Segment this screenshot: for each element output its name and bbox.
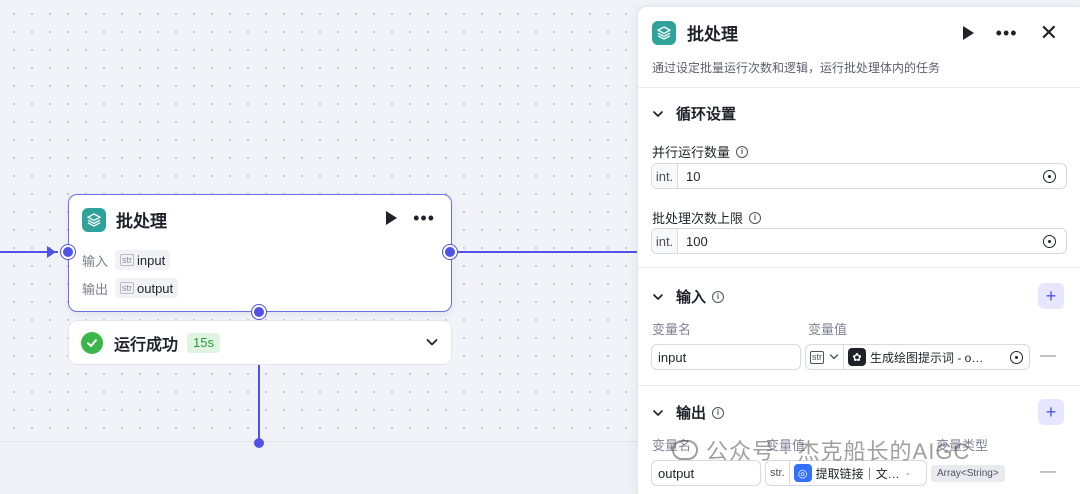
run-duration-badge: 15s (187, 332, 220, 353)
run-status-text: 运行成功 (114, 336, 179, 354)
node-output-type: str (120, 282, 134, 294)
output-col-type: 变量类型 (936, 438, 989, 453)
node-more-icon[interactable]: ••• (413, 208, 435, 228)
input-var-type: str (810, 350, 824, 364)
node-output-port[interactable] (443, 245, 457, 259)
chevron-down-icon (653, 293, 663, 300)
input-section-toggle[interactable]: 输入 i (652, 286, 725, 307)
chevron-down-icon (653, 110, 663, 117)
info-icon[interactable]: i (712, 290, 725, 303)
output-var-name-field[interactable]: output (651, 460, 761, 486)
outgoing-edge (458, 251, 638, 253)
divider (638, 87, 1080, 88)
layers-icon (652, 20, 676, 45)
output-var-ref: 提取链接｜文… (815, 466, 900, 481)
parallel-count-label: 并行运行数量 i (652, 142, 749, 161)
loop-settings-section-toggle[interactable]: 循环设置 (652, 103, 736, 124)
node-input-port[interactable] (61, 245, 75, 259)
node-output-var: output (137, 280, 174, 296)
node-input-label: 输入 (82, 253, 109, 269)
output-var-value-field[interactable]: str. ◎ 提取链接｜文… - (765, 460, 927, 486)
parallel-count-type: int. (652, 164, 678, 188)
max-batch-input[interactable]: int. 100 (651, 228, 1067, 254)
output-var-type: str. (766, 461, 790, 485)
output-var-ref-tail: - (905, 466, 910, 480)
parallel-count-input[interactable]: int. 10 (651, 163, 1067, 189)
parallel-count-label-text: 并行运行数量 (652, 145, 731, 160)
remove-output-minus-icon[interactable]: — (1040, 463, 1056, 480)
node-input-var: input (137, 252, 166, 268)
layers-icon (82, 207, 106, 232)
max-batch-value[interactable]: 100 (686, 233, 708, 249)
output-section-toggle[interactable]: 输出 i (652, 402, 725, 423)
info-icon[interactable]: i (712, 406, 725, 419)
panel-description: 通过设定批量运行次数和逻辑，运行批处理体内的任务 (652, 61, 941, 75)
output-col-name: 变量名 (652, 438, 692, 453)
run-node-play-icon[interactable] (386, 211, 398, 225)
node-output-label: 输出 (82, 281, 109, 297)
panel-more-icon[interactable]: ••• (995, 23, 1018, 43)
panel-title: 批处理 (687, 25, 738, 44)
incoming-edge (0, 251, 58, 253)
add-input-button[interactable]: + (1038, 283, 1064, 309)
node-output-chip: str output (115, 278, 179, 298)
node-input-chip: str input (115, 250, 171, 270)
batch-node[interactable]: 批处理 ••• 输入 str input 输出 str output (68, 194, 452, 312)
add-output-button[interactable]: + (1038, 399, 1064, 425)
max-batch-label-text: 批处理次数上限 (652, 211, 744, 226)
batch-body-port[interactable] (254, 438, 264, 448)
canvas-bottom-area (0, 441, 640, 494)
chevron-down-icon (653, 409, 663, 416)
variable-ref-icon[interactable] (1010, 351, 1023, 364)
output-var-type-pill: Array<String> (931, 465, 1005, 482)
node-input-type: str (120, 254, 134, 266)
max-batch-label: 批处理次数上限 i (652, 208, 762, 227)
run-status-bar[interactable]: 运行成功 15s (68, 320, 452, 365)
input-var-value-field[interactable]: str ✿ 生成绘图提示词 - o… (805, 344, 1030, 370)
variable-ref-icon[interactable] (1043, 235, 1056, 248)
node-body-port[interactable] (252, 305, 266, 319)
plus-icon: + (1045, 285, 1057, 306)
plus-icon: + (1045, 401, 1057, 422)
chevron-down-icon[interactable] (425, 335, 439, 354)
remove-input-minus-icon[interactable]: — (1040, 347, 1056, 364)
input-col-name: 变量名 (652, 322, 692, 337)
chevron-down-icon (829, 354, 839, 360)
divider (638, 385, 1080, 386)
input-col-value: 变量值 (808, 322, 848, 337)
panel-run-play-icon[interactable] (962, 26, 974, 40)
input-section-title: 输入 (676, 289, 707, 306)
divider (638, 267, 1080, 268)
check-icon (81, 331, 103, 354)
close-icon[interactable]: ✕ (1039, 20, 1058, 45)
input-var-type-select[interactable]: str (806, 345, 844, 369)
input-var-ref: 生成绘图提示词 - o… (870, 350, 984, 365)
max-batch-type: int. (652, 229, 678, 253)
plugin-icon: ◎ (793, 464, 812, 482)
node-title: 批处理 (116, 212, 167, 231)
output-col-value: 变量值 (766, 438, 806, 453)
parallel-count-value[interactable]: 10 (686, 168, 701, 184)
edge-arrow-icon (47, 246, 56, 258)
info-icon[interactable]: i (736, 145, 749, 158)
variable-ref-icon[interactable] (1043, 170, 1056, 183)
node-settings-panel: 批处理 ••• ✕ 通过设定批量运行次数和逻辑，运行批处理体内的任务 循环设置 … (637, 6, 1080, 494)
info-icon[interactable]: i (749, 211, 762, 224)
output-section-title: 输出 (676, 405, 707, 422)
openai-icon: ✿ (848, 348, 866, 366)
input-var-name-field[interactable]: input (651, 344, 801, 370)
loop-settings-title: 循环设置 (676, 106, 737, 123)
batch-body-edge (258, 362, 260, 442)
